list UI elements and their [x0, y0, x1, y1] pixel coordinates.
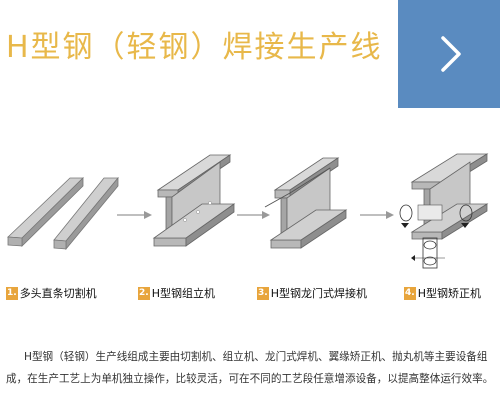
step-3-label: 3. H型钢龙门式焊接机: [257, 286, 367, 300]
h-beam-straightening-illustration: [399, 153, 489, 269]
steel-plates-illustration: [7, 176, 119, 251]
step-4-number: 4.: [404, 286, 416, 300]
step-2-label: 2. H型钢组立机: [138, 286, 215, 300]
arrow-icon: [117, 211, 152, 219]
step-1-text: 多头直条切割机: [19, 287, 97, 300]
step-1-label: 1. 多头直条切割机: [6, 286, 97, 300]
h-beam-welding-illustration: [264, 157, 348, 249]
step-4-text: H型钢矫正机: [417, 287, 481, 300]
chevron-right-icon: [441, 36, 461, 72]
arrow-icon: [360, 211, 394, 219]
step-3-text: H型钢龙门式焊接机: [270, 287, 367, 300]
process-diagram: [7, 153, 489, 269]
step-1-number: 1.: [6, 286, 18, 300]
step-4-label: 4. H型钢矫正机: [404, 286, 481, 300]
h-beam-illustration: [152, 154, 236, 247]
step-2-number: 2.: [138, 286, 150, 300]
step-3-number: 3.: [257, 286, 269, 300]
arrow-icon: [237, 211, 270, 219]
step-2-text: H型钢组立机: [151, 287, 215, 300]
page-title: H型钢（轻钢）焊接生产线: [6, 30, 383, 65]
description-paragraph: H型钢（轻钢）生产线组成主要由切割机、组立机、龙门式焊机、翼缘矫正机、抛丸机等主…: [6, 351, 494, 385]
next-button[interactable]: [398, 0, 500, 108]
